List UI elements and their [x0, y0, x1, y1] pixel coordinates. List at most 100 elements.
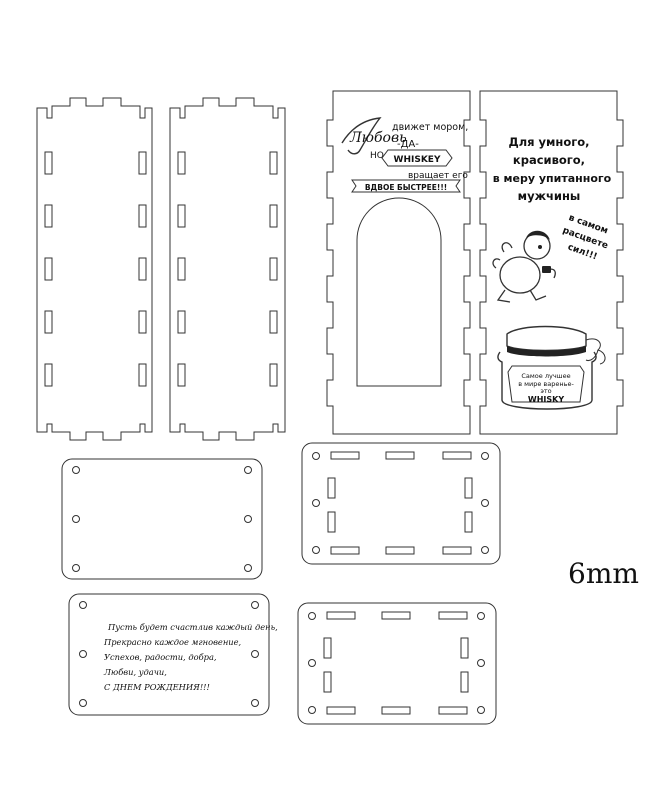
whisky-jar-image: Самое лучшее в мире варенье- это WHISKY	[497, 325, 606, 410]
faster-ribbon: ВДВОЕ БЫСТРЕЕ!!!	[351, 179, 461, 193]
slot	[330, 451, 360, 460]
slot	[381, 611, 411, 620]
love-line3: НО	[370, 151, 384, 161]
slot	[44, 151, 53, 175]
jar-line3: в меру упитанного	[493, 172, 612, 185]
slot	[177, 257, 186, 281]
jar-label-line2: в мире варенье-	[518, 380, 574, 388]
slot	[381, 706, 411, 715]
material-thickness-label: 6mm	[568, 557, 639, 590]
base-slotted-bottom	[297, 602, 497, 725]
hole	[72, 466, 80, 474]
hole	[244, 466, 252, 474]
slot	[438, 706, 468, 715]
slot	[323, 637, 332, 659]
slot	[138, 363, 147, 387]
lid-wish-outline	[68, 593, 270, 716]
jar-label-badge: WHISKY	[528, 395, 564, 404]
jar-label-line3: это	[540, 387, 551, 395]
whiskey-badge-frame	[381, 149, 453, 167]
jar-line1: Для умного,	[508, 135, 589, 149]
slot	[326, 611, 356, 620]
slot	[323, 671, 332, 693]
script-flourish	[341, 117, 382, 155]
side-panel-right-slots	[177, 151, 278, 387]
faster-ribbon-frame	[351, 179, 461, 193]
slot	[138, 151, 147, 175]
love-line2: -ДА-	[397, 139, 419, 150]
lid-plain	[61, 458, 263, 580]
slot	[44, 363, 53, 387]
slot	[326, 706, 356, 715]
slot	[442, 546, 472, 555]
front-panel-love: Любовь движет мором, -ДА- НО WHISKEY вра…	[326, 90, 471, 435]
jar-line4: мужчины	[518, 189, 581, 203]
hole	[481, 452, 489, 460]
hole	[79, 650, 87, 658]
hole	[477, 659, 485, 667]
hole	[79, 601, 87, 609]
slot	[269, 310, 278, 334]
base-slotted-bottom-outline	[297, 602, 497, 725]
wish-line-1: Пусть будет счастлив каждый день,	[107, 622, 278, 632]
slot	[44, 257, 53, 281]
jar-line2: красивого,	[513, 153, 585, 167]
slot	[269, 363, 278, 387]
whiskey-badge: WHISKEY	[381, 149, 453, 167]
slot	[138, 310, 147, 334]
slot	[460, 637, 469, 659]
hole	[79, 699, 87, 707]
slot	[177, 204, 186, 228]
slot	[138, 257, 147, 281]
hole	[308, 706, 316, 714]
front-panel-love-outline	[326, 90, 471, 435]
slot	[44, 310, 53, 334]
wish-line-4: Любви, удачи,	[103, 667, 167, 677]
slot	[385, 451, 415, 460]
whiskey-badge-text: WHISKEY	[394, 155, 441, 165]
side-panel-right	[169, 97, 286, 441]
hole	[244, 515, 252, 523]
hole	[251, 699, 259, 707]
lid-plain-outline	[61, 458, 263, 580]
slot	[327, 511, 336, 533]
lid-wish: Пусть будет счастлив каждый день, Прекра…	[68, 593, 278, 716]
hole	[477, 706, 485, 714]
hole	[72, 564, 80, 572]
wish-line-5: С ДНЕМ РОЖДЕНИЯ!!!	[104, 682, 210, 692]
slot	[442, 451, 472, 460]
hole	[251, 601, 259, 609]
hole	[244, 564, 252, 572]
slot	[44, 204, 53, 228]
hole	[477, 612, 485, 620]
love-line4: вращает его	[408, 171, 468, 181]
slot	[269, 151, 278, 175]
hole	[308, 612, 316, 620]
wish-line-2: Прекрасно каждое мгновение,	[103, 637, 242, 647]
slot	[177, 363, 186, 387]
side-panel-left-slots	[44, 151, 147, 387]
slot	[460, 671, 469, 693]
faster-ribbon-text: ВДВОЕ БЫСТРЕЕ!!!	[365, 183, 447, 192]
slot	[464, 511, 473, 533]
slot	[327, 477, 336, 499]
cartoon-character-image	[492, 230, 556, 303]
side-panel-left	[36, 97, 153, 441]
base-slotted-top-outline	[301, 442, 501, 565]
slot	[177, 310, 186, 334]
hole	[251, 650, 259, 658]
slot	[269, 204, 278, 228]
hole	[312, 499, 320, 507]
slot	[385, 546, 415, 555]
hole	[481, 546, 489, 554]
hole	[308, 659, 316, 667]
slot	[138, 204, 147, 228]
slot	[464, 477, 473, 499]
slot	[438, 611, 468, 620]
arch-window	[356, 197, 442, 387]
side-panel-right-outline	[169, 97, 286, 441]
side-panel-left-outline	[36, 97, 153, 441]
jar-label-line1: Самое лучшее	[521, 372, 570, 380]
hole	[481, 499, 489, 507]
